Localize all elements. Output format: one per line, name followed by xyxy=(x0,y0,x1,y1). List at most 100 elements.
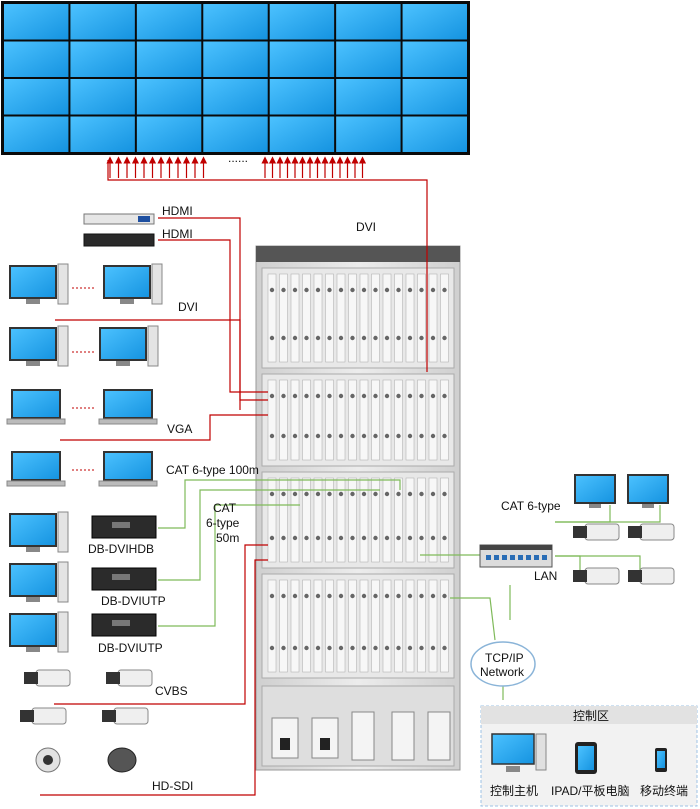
wall-screen xyxy=(136,4,202,40)
label-box-dviutp-1: DB-DVIUTP xyxy=(101,594,166,608)
card-port xyxy=(350,535,355,541)
camera-lens xyxy=(573,526,587,538)
label-tcpip-2: Network xyxy=(480,665,525,679)
card-port xyxy=(373,335,378,341)
card-port xyxy=(373,433,378,439)
wall-screen xyxy=(70,41,135,77)
card-port xyxy=(430,335,436,341)
laptop-icon xyxy=(103,389,153,419)
card-port xyxy=(407,335,413,341)
card-port xyxy=(407,491,413,497)
extender-boxes xyxy=(91,515,157,637)
monitor-icon xyxy=(9,563,57,597)
card-port xyxy=(396,645,401,651)
red-connections xyxy=(40,160,428,796)
card-slot xyxy=(394,273,403,363)
card-port xyxy=(269,535,275,541)
monitor-icon xyxy=(99,327,147,361)
card-port xyxy=(419,535,424,541)
card-slot xyxy=(313,379,323,461)
card-slot xyxy=(290,477,300,563)
card-port xyxy=(361,593,367,599)
right-cameras xyxy=(573,523,675,585)
wall-screen xyxy=(336,79,401,115)
card-port xyxy=(281,287,286,293)
card-slot xyxy=(428,477,438,563)
card-port xyxy=(384,393,390,399)
card-port xyxy=(442,287,447,293)
card-port xyxy=(361,491,367,497)
switch-port xyxy=(526,555,531,560)
card-port xyxy=(430,287,436,293)
card-slot xyxy=(336,379,346,461)
card-port xyxy=(338,433,344,439)
card-port xyxy=(281,535,286,541)
card-port xyxy=(292,335,298,341)
card-port xyxy=(292,393,298,399)
card-slot xyxy=(382,379,392,461)
card-port xyxy=(361,335,367,341)
card-port xyxy=(419,433,424,439)
card-port xyxy=(315,593,321,599)
card-port xyxy=(315,393,321,399)
wall-screen xyxy=(402,41,467,77)
card-port xyxy=(338,491,344,497)
card-slot xyxy=(348,273,357,363)
card-slot xyxy=(336,273,346,363)
camera-icon xyxy=(31,707,67,725)
label-box-dviutp-2: DB-DVIUTP xyxy=(98,641,163,655)
card-port xyxy=(304,645,309,651)
monitor-icon xyxy=(627,474,669,504)
card-port xyxy=(304,335,309,341)
camera-icon xyxy=(584,567,620,585)
dome-camera-icon xyxy=(107,747,137,773)
monitor-stand xyxy=(120,299,134,304)
card-port xyxy=(384,491,390,497)
wall-screen xyxy=(402,116,467,152)
card-port xyxy=(327,393,332,399)
card-port xyxy=(373,645,378,651)
card-slot xyxy=(394,477,403,563)
card-port xyxy=(269,287,275,293)
wall-screen xyxy=(136,116,202,152)
card-port xyxy=(269,393,275,399)
wall-screen xyxy=(70,4,135,40)
wall-screen xyxy=(136,41,202,77)
wall-screen xyxy=(203,116,268,152)
card-slot xyxy=(290,579,300,673)
card-port xyxy=(442,491,447,497)
card-port xyxy=(338,393,344,399)
card-slot xyxy=(405,579,415,673)
monitor-icon xyxy=(9,513,57,547)
laptop-base xyxy=(6,418,66,425)
camera-lens xyxy=(102,710,116,722)
monitor-stand xyxy=(642,504,654,508)
card-port xyxy=(350,433,355,439)
card-slot xyxy=(336,579,346,673)
card-port xyxy=(384,593,390,599)
card-port xyxy=(384,535,390,541)
card-slot xyxy=(359,579,369,673)
card-port xyxy=(373,393,378,399)
wall-dots-label: ...... xyxy=(228,151,248,165)
card-slot xyxy=(348,477,357,563)
card-port xyxy=(384,335,390,341)
card-port xyxy=(396,535,401,541)
card-port xyxy=(292,593,298,599)
label-vga: VGA xyxy=(167,422,192,436)
card-port xyxy=(338,287,344,293)
card-port xyxy=(442,433,447,439)
card-slot xyxy=(290,273,300,363)
switch-port xyxy=(542,555,547,560)
laptop-icon xyxy=(11,389,61,419)
label-cat-50m-3: 50m xyxy=(216,531,239,545)
camera-lens xyxy=(24,672,38,684)
card-port xyxy=(327,593,332,599)
card-port xyxy=(407,535,413,541)
card-slot xyxy=(382,477,392,563)
card-slot xyxy=(371,579,380,673)
card-port xyxy=(315,433,321,439)
card-port xyxy=(281,645,286,651)
card-slot xyxy=(313,477,323,563)
card-port xyxy=(396,491,401,497)
